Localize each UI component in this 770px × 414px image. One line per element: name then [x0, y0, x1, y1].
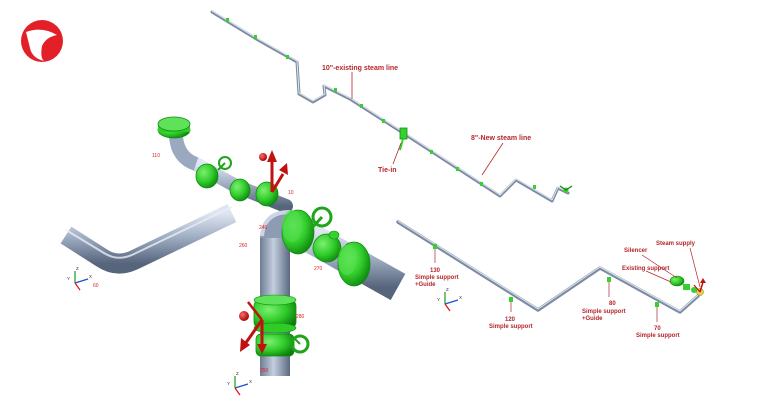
support-layout-isometric: 130 Simple support +Guide 120 Simple sup…: [396, 220, 706, 339]
label-new-steam-line: 8"-New steam line: [471, 135, 531, 142]
node-label: 60: [93, 283, 99, 289]
support-marker-icon: [433, 244, 437, 263]
node-label: 260: [239, 243, 248, 249]
node-label: 240: [259, 225, 268, 231]
node-label: 250: [260, 368, 269, 374]
label-steam-supply: Steam supply: [656, 241, 696, 247]
label-support-130-node: 130: [430, 268, 441, 274]
existing-steam-line: [210, 10, 405, 135]
svg-text:Y: Y: [67, 276, 70, 281]
svg-text:Z: Z: [76, 266, 79, 271]
valve-assembly-overview: 110 10: [152, 116, 294, 213]
new-steam-line: [401, 131, 570, 203]
svg-text:X: X: [249, 379, 252, 384]
support-marker-icon: [509, 297, 513, 312]
support-marker-icon: [655, 302, 659, 322]
label-silencer: Silencer: [624, 248, 648, 254]
label-existing-steam-line: 10"-existing steam line: [322, 65, 398, 72]
zoom-view-valve-detail: 260 250 240 270 280 Y X Z: [227, 206, 406, 396]
top-isometric-view: 10"-existing steam line 8"-New steam lin…: [210, 10, 573, 203]
label-support-70-text: Simple support: [636, 333, 680, 339]
steam-supply-icon: [693, 278, 706, 296]
label-tie-in: Tie-in: [378, 167, 397, 174]
label-existing-support: Existing support: [622, 266, 669, 272]
label-support-80-guide: +Guide: [582, 316, 603, 322]
label-support-80-node: 80: [609, 301, 616, 307]
svg-text:Y: Y: [227, 381, 230, 386]
label-support-120-text: Simple support: [489, 324, 533, 330]
silencer-icon: [669, 275, 697, 293]
label-support-80-text: Simple support: [582, 309, 626, 315]
node-label: 270: [314, 266, 323, 272]
support-marker-icon: [607, 277, 611, 297]
label-support-120-node: 120: [505, 317, 516, 323]
tie-in-fitting-icon: [399, 127, 408, 151]
axis-triad-icon: Y X Z: [437, 287, 462, 312]
svg-text:X: X: [89, 274, 92, 279]
node-label: 10: [288, 190, 294, 196]
node-label: 110: [152, 153, 160, 159]
axis-triad-icon: Y X Z: [227, 371, 252, 396]
svg-text:Z: Z: [446, 287, 449, 292]
label-support-130-text: Simple support: [415, 275, 459, 281]
svg-text:Y: Y: [437, 297, 440, 302]
zoom-view-pipe-bend: 60 Y X Z: [60, 203, 237, 291]
restraint-arrows-icon: [239, 301, 267, 354]
top-line-supports: [226, 18, 536, 189]
top-end-anchor-icon: [559, 185, 573, 193]
svg-text:X: X: [459, 295, 462, 300]
node-label: 280: [296, 314, 305, 320]
label-support-70-node: 70: [654, 326, 661, 332]
restraint-arrows-icon: [259, 150, 288, 193]
brand-logo-icon: [21, 20, 63, 62]
axis-triad-icon: Y X Z: [67, 266, 92, 291]
svg-text:Z: Z: [236, 371, 239, 376]
label-support-130-guide: +Guide: [415, 282, 436, 288]
